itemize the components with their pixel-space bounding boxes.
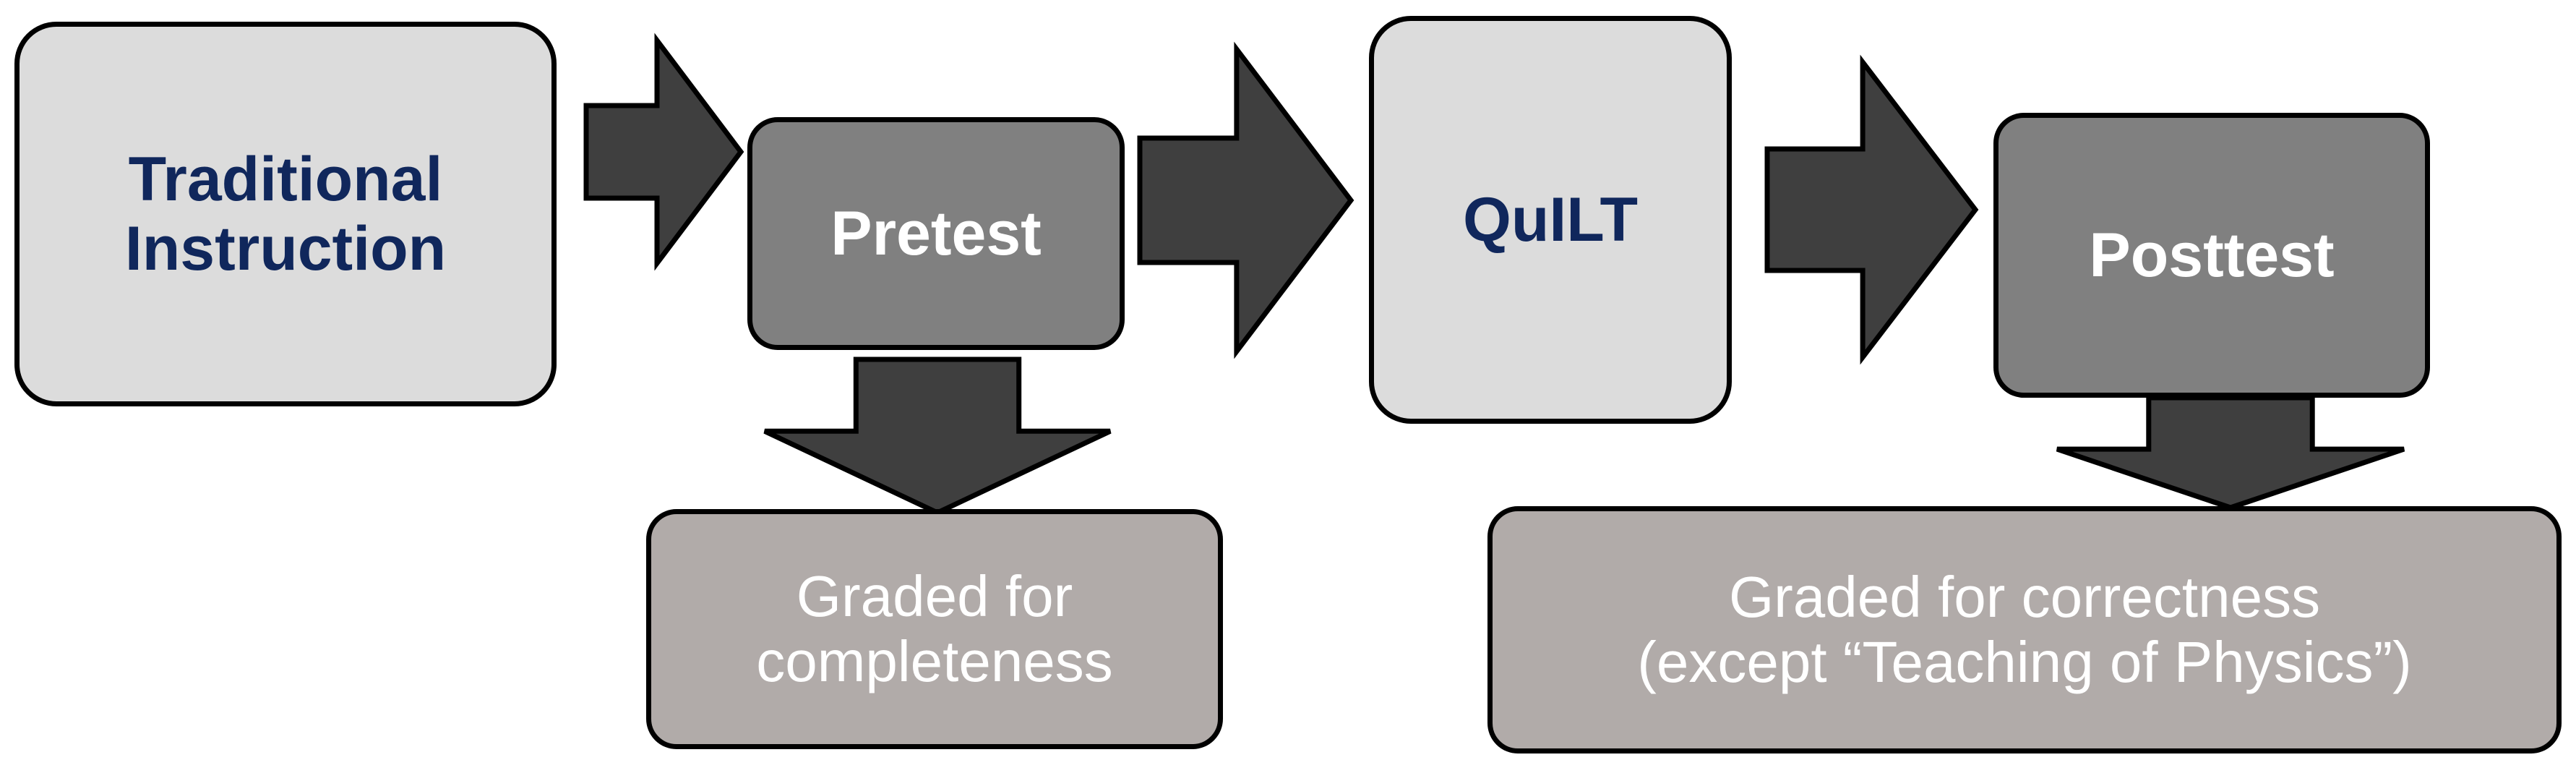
arrow-posttest-to-correctness-shape — [2056, 395, 2405, 511]
node-traditional-instruction: Traditional Instruction — [14, 22, 557, 406]
node-label-quilt: QuILT — [1462, 184, 1638, 255]
arrow-pretest-to-quilt — [1137, 41, 1354, 359]
arrow-pretest-to-completeness — [763, 356, 1112, 516]
node-label-graded-for-completeness: Graded for completeness — [756, 564, 1113, 693]
node-posttest: Posttest — [1993, 113, 2430, 398]
arrow-instruction-to-pretest — [583, 33, 744, 271]
node-label-traditional-instruction: Traditional Instruction — [124, 144, 447, 283]
arrow-pretest-to-quilt-shape — [1137, 41, 1354, 359]
arrow-instruction-to-pretest-shape — [583, 33, 744, 271]
node-graded-for-correctness: Graded for correctness (except “Teaching… — [1487, 506, 2562, 753]
node-pretest: Pretest — [747, 117, 1125, 350]
arrow-quilt-to-posttest-shape — [1764, 54, 1979, 365]
node-label-posttest: Posttest — [2089, 220, 2335, 290]
node-graded-for-completeness: Graded for completeness — [646, 509, 1223, 749]
node-label-pretest: Pretest — [830, 198, 1042, 268]
node-quilt: QuILT — [1369, 16, 1732, 424]
arrow-pretest-to-completeness-shape — [763, 356, 1112, 516]
node-label-graded-for-correctness: Graded for correctness (except “Teaching… — [1637, 565, 2412, 694]
arrow-posttest-to-correctness — [2056, 395, 2405, 511]
arrow-quilt-to-posttest — [1764, 54, 1979, 365]
